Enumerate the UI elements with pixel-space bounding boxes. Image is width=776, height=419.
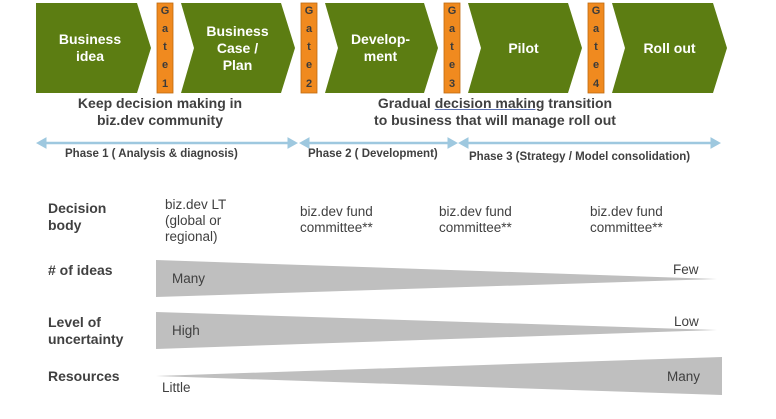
gate-1-char: G xyxy=(160,5,170,17)
gate-4-char: a xyxy=(592,23,600,35)
note-biz-dev-community: Keep decision making in biz.dev communit… xyxy=(40,95,280,129)
gate-2-char: a xyxy=(305,23,313,35)
gate-2-box xyxy=(300,2,318,94)
note-right-line1: Gradual decision making transition xyxy=(335,95,655,112)
gate-4-char: e xyxy=(592,59,600,71)
stage-business-case-chevron xyxy=(181,3,295,93)
ideas-wedge xyxy=(156,260,717,297)
gate-1-box xyxy=(156,2,174,94)
gate-4-box xyxy=(587,2,605,94)
phase-2-label: Phase 2 ( Development) xyxy=(308,148,438,160)
ideas-end-label: Few xyxy=(673,262,699,277)
stage-pilot-label: Pilot xyxy=(508,39,539,56)
gate-2-char: t xyxy=(307,41,311,53)
resources-end-label: Many xyxy=(667,369,701,384)
decision-body-gate4: biz.dev fund committee** xyxy=(590,204,663,235)
gate-3-box xyxy=(443,2,461,94)
decision-body-gate3: biz.dev fund committee** xyxy=(439,204,512,235)
gate-2-char: 2 xyxy=(305,78,313,90)
stage-development-chevron xyxy=(325,3,438,93)
gate-2-char: e xyxy=(305,59,313,71)
phase-3-arrow xyxy=(457,137,722,149)
gate-1-char: e xyxy=(161,59,169,71)
resources-start-label: Little xyxy=(162,380,191,395)
gate-3-char: G xyxy=(447,5,457,17)
note-right-text: transition xyxy=(544,95,613,111)
phase-2-arrow xyxy=(298,137,459,149)
decision-body-gate1: biz.dev LT (global or regional) xyxy=(165,197,227,244)
uncertainty-wedge xyxy=(156,312,717,349)
gate-3-char: e xyxy=(448,59,456,71)
gate-4-char: t xyxy=(594,41,598,53)
stage-roll-out-label: Roll out xyxy=(643,39,696,56)
stage-development-label: Develop-ment xyxy=(350,31,411,64)
ideas-start-label: Many xyxy=(172,271,206,286)
stage-business-idea-chevron xyxy=(36,3,151,93)
gate-2-char: G xyxy=(304,5,314,17)
gate-1-char: 1 xyxy=(161,78,169,90)
uncertainty-label: Level of uncertainty xyxy=(48,314,124,347)
note-left-line2: biz.dev community xyxy=(96,112,224,128)
gate-1-char: t xyxy=(163,41,167,53)
phase-1-label: Phase 1 ( Analysis & diagnosis) xyxy=(65,148,238,160)
gate-3-char: a xyxy=(448,23,456,35)
stage-pilot-chevron xyxy=(468,3,582,93)
note-right-underlined: decision making xyxy=(434,95,545,111)
note-right-line2: to business that will manage roll out xyxy=(374,112,616,128)
gate-3-char: t xyxy=(450,41,454,53)
decision-body-gate2: biz.dev fund committee** xyxy=(300,204,373,235)
ideas-label: # of ideas xyxy=(48,262,113,278)
uncertainty-start-label: High xyxy=(172,323,200,338)
uncertainty-end-label: Low xyxy=(674,314,699,329)
gate-4-char: 4 xyxy=(592,78,600,90)
resources-label: Resources xyxy=(48,368,120,384)
stage-roll-out-chevron xyxy=(612,3,727,93)
decision-body-label: Decision body xyxy=(48,200,107,233)
resources-wedge xyxy=(156,357,722,395)
phase-3-label: Phase 3 (Strategy / Model consolidation) xyxy=(469,151,691,163)
note-gradual-transition: Gradual decision making transition to bu… xyxy=(335,95,655,129)
note-left-line1: Keep decision making in xyxy=(77,95,243,111)
phase-1-arrow xyxy=(35,137,299,149)
gate-1-char: a xyxy=(161,23,169,35)
note-right-text: Gradual xyxy=(377,95,435,111)
gate-3-char: 3 xyxy=(448,78,456,90)
gate-4-char: G xyxy=(591,5,601,17)
